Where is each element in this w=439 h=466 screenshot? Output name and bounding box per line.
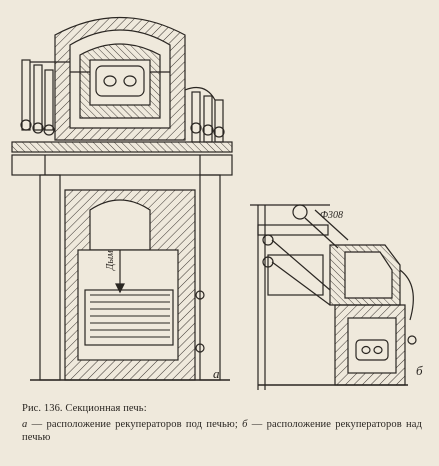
left-burners (20, 59, 70, 136)
diameter-label: Ф308 (320, 210, 343, 221)
caption-letter-a: а (22, 419, 28, 430)
recuperator-chamber (64, 189, 205, 381)
caption-title: Рис. 136. Секционная печь: (22, 403, 147, 414)
label-a: а (213, 366, 220, 381)
caption-body: а — расположение рекуператоров под печью… (22, 418, 422, 444)
label-b: б (416, 363, 423, 378)
caption-text-a: — расположение рекуператоров под печью; (27, 419, 243, 430)
left-column (39, 174, 61, 381)
drawing-b (250, 204, 417, 390)
right-burners (184, 87, 225, 143)
smoke-label: Дым (105, 250, 116, 271)
furnace-figure: Дым Ф308 а б (11, 16, 423, 390)
caption-text-b: — расположение рекуператоров над печью (22, 419, 422, 443)
caption-letter-b: б (242, 419, 248, 430)
support-girder (11, 141, 233, 153)
right-column (199, 174, 221, 381)
drawing-a (11, 16, 233, 381)
furnace-section (54, 16, 186, 141)
figure-caption: Рис. 136. Секционная печь: а — расположе… (22, 402, 422, 444)
